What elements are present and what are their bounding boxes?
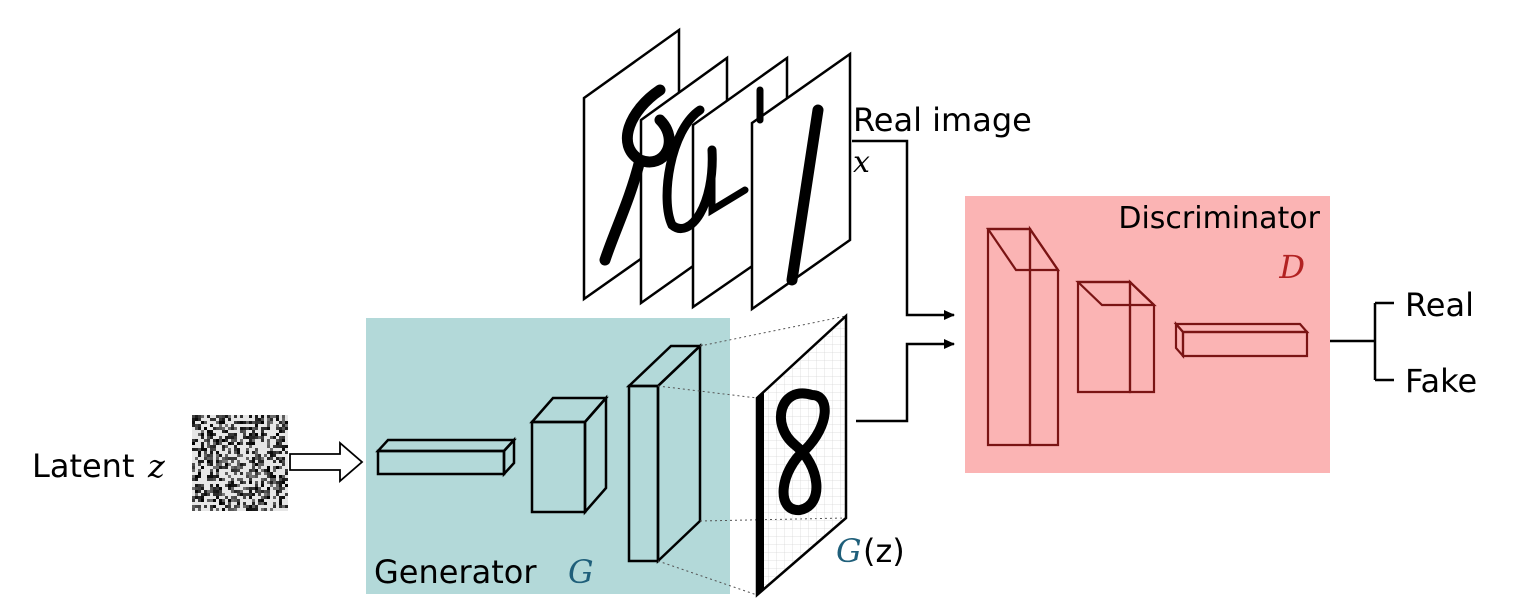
latent-var: z — [147, 447, 166, 485]
generator-var: G — [568, 553, 594, 591]
output-bracket — [1330, 301, 1394, 382]
digit-8-icon — [775, 388, 830, 515]
real-image-label: Real image — [853, 101, 1032, 139]
digit-9-icon — [599, 84, 675, 266]
latent-to-generator-arrow — [289, 441, 364, 483]
real-image-var: x — [853, 145, 870, 180]
discriminator-layer-2 — [1075, 279, 1157, 394]
generator-label: Generator — [374, 553, 537, 591]
discriminator-layer-3 — [1173, 321, 1310, 359]
latent-label: Latent — [32, 447, 135, 485]
generator-layer-2 — [529, 394, 609, 516]
generated-to-discriminator-arrow — [856, 339, 955, 423]
noise-texture — [192, 415, 288, 511]
discriminator-var: D — [1278, 248, 1305, 286]
real-to-discriminator-arrow — [852, 139, 955, 320]
digit-4-icon — [708, 86, 764, 217]
generated-arg-label: (z) — [863, 532, 905, 570]
output-real-label: Real — [1405, 286, 1474, 324]
discriminator-label: Discriminator — [1118, 201, 1320, 236]
digit-1-icon — [786, 104, 824, 286]
generated-image — [755, 313, 848, 598]
generator-layer-1 — [375, 436, 517, 478]
digit-0-icon — [662, 105, 717, 233]
generated-fn-label: G — [836, 532, 862, 570]
generator-panel — [366, 318, 730, 594]
discriminator-layer-1 — [985, 225, 1061, 447]
discriminator-panel — [965, 196, 1330, 473]
real-image-sheet-4 — [750, 51, 852, 312]
output-fake-label: Fake — [1405, 362, 1477, 400]
handwritten-digits — [599, 84, 824, 286]
